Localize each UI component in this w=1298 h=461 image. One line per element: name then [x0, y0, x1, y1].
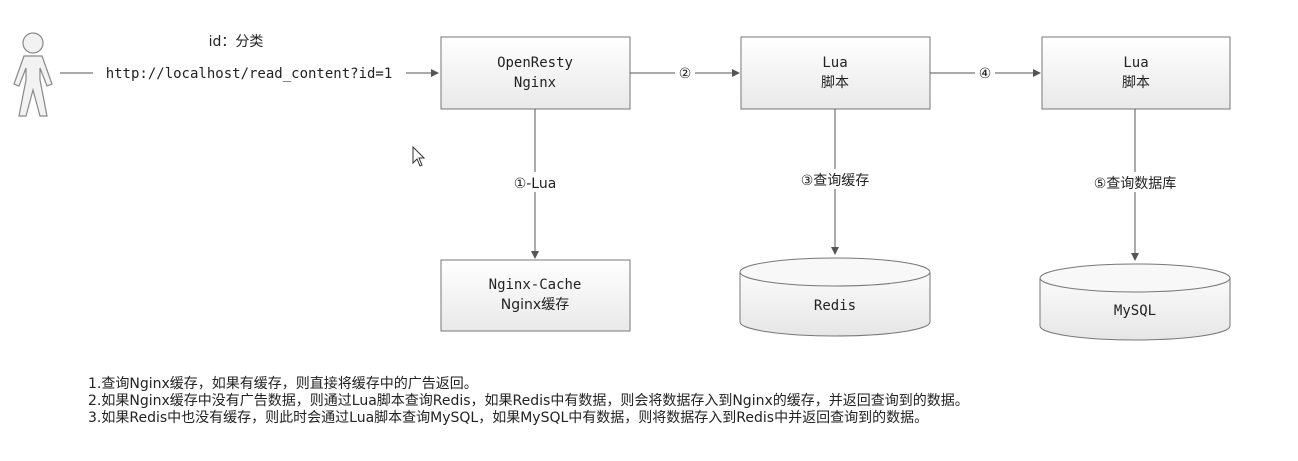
mysql-label: MySQL — [1114, 303, 1156, 319]
lua1-line2: 脚本 — [821, 75, 849, 91]
note-item-3: 3.如果Redis中也没有缓存，则此时会通过Lua脚本查询MySQL，如果MyS… — [88, 410, 929, 426]
lua2-line2: 脚本 — [1122, 75, 1150, 91]
lua-script-node-1: Lua 脚本 — [740, 36, 931, 110]
edge-step1-label: ①-Lua — [514, 176, 557, 192]
notes-list: 1.查询Nginx缓存，如果有缓存，则直接将缓存中的广告返回。 2.如果Ngin… — [88, 376, 969, 427]
note-item-2: 2.如果Nginx缓存中没有广告数据，则通过Lua脚本查询Redis，如果Red… — [88, 393, 969, 409]
edge-step2-label: ② — [679, 66, 692, 82]
note-item-1: 1.查询Nginx缓存，如果有缓存，则直接将缓存中的广告返回。 — [88, 376, 478, 392]
lua2-line1: Lua — [1123, 55, 1148, 71]
redis-label: Redis — [814, 298, 856, 314]
nginx-cache-line2: Nginx缓存 — [501, 297, 569, 313]
lua-script-node-2: Lua 脚本 — [1041, 36, 1231, 110]
nginx-cache-line1: Nginx-Cache — [489, 277, 582, 293]
mouse-cursor-icon — [412, 145, 426, 167]
lua1-line1: Lua — [822, 55, 847, 71]
openresty-nginx-node: OpenResty Nginx — [440, 36, 631, 110]
request-url-label: http://localhost/read_content?id=1 — [106, 66, 393, 82]
nginx-cache-node: Nginx-Cache Nginx缓存 — [440, 259, 631, 332]
openresty-line2: Nginx — [514, 75, 556, 91]
edge-step5-label: ⑤查询数据库 — [1094, 176, 1177, 192]
mysql-database-node: MySQL — [1039, 263, 1231, 341]
edge-step3-label: ③查询缓存 — [801, 173, 870, 189]
user-actor-icon — [13, 32, 53, 117]
redis-database-node: Redis — [739, 257, 931, 337]
openresty-line1: OpenResty — [497, 55, 573, 71]
edge-step4-label: ④ — [979, 66, 992, 82]
actor-id-label: id：分类 — [209, 34, 264, 50]
